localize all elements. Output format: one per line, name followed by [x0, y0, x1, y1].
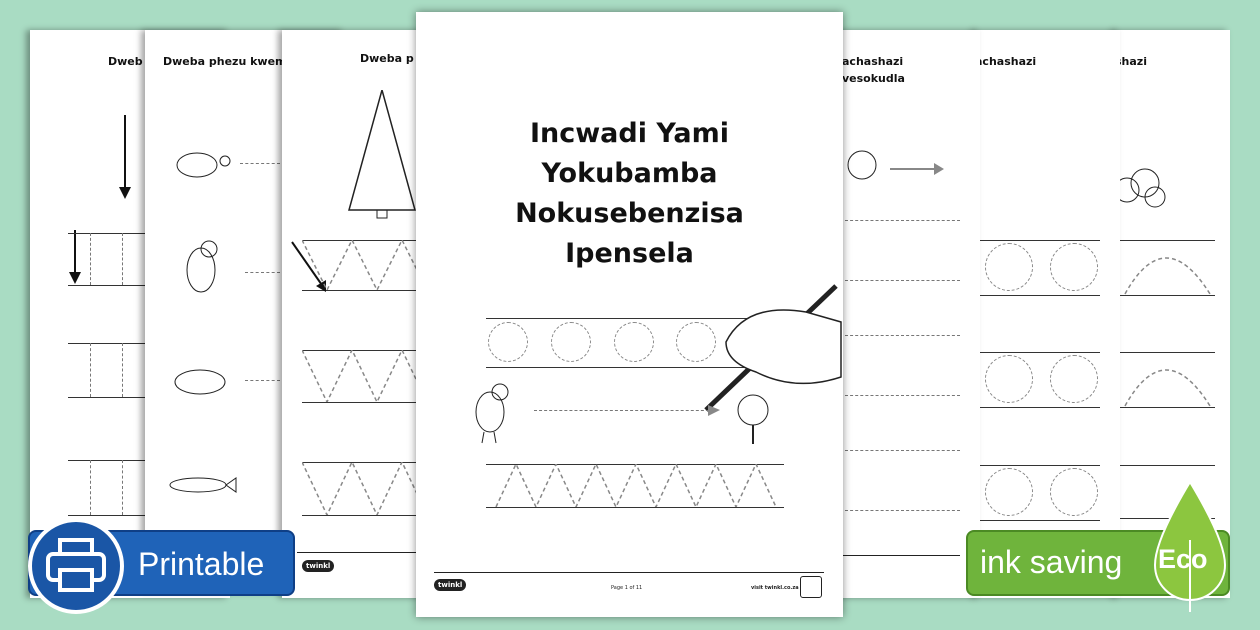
page-title: achashazi [975, 55, 1037, 68]
page-title: shazi [1115, 55, 1147, 68]
bird-icon [475, 383, 509, 444]
fish-icon [169, 477, 237, 493]
page-title: Dweba phezu kwem [163, 55, 287, 68]
right-arrow-icon [708, 405, 720, 416]
bird-icon [186, 240, 218, 293]
diagonal-arrow-icon [291, 241, 326, 292]
page-title: achashazi [842, 55, 904, 68]
arch-trace [1124, 257, 1211, 295]
christmas-tree-icon [348, 90, 416, 219]
cover-page: Incwadi Yami Yokubamba Nokusebenzisa Ipe… [416, 12, 843, 617]
down-arrow-icon [119, 115, 131, 199]
down-arrow-icon [69, 230, 81, 284]
page-number: Page 1 of 11 [611, 585, 643, 591]
leaf-drop-icon [1153, 480, 1227, 612]
cloud-icon [1115, 168, 1166, 208]
tree-icon [737, 394, 769, 444]
printable-label: Printable [138, 546, 265, 582]
page-title: Dweba p [360, 52, 414, 65]
cover-title: Incwadi Yami Yokubamba Nokusebenzisa Ipe… [515, 118, 744, 269]
arch-trace [1124, 369, 1211, 407]
eco-label: Eco [1158, 544, 1208, 574]
twinkl-logo: twinkl [434, 579, 467, 591]
printable-badge: Printable [28, 518, 295, 614]
hand-with-pencil-icon [704, 284, 842, 412]
worksheet-page-6: achashazi [975, 30, 1120, 598]
page-subtitle: vesokudla [842, 72, 905, 85]
zigzag-trace [495, 464, 777, 507]
right-arrow-icon [890, 163, 944, 175]
website-link[interactable]: visit twinkl.co.za [751, 585, 799, 591]
car-icon [847, 150, 877, 180]
worksheet-page-5: achashazi vesokudla [830, 30, 980, 598]
frog-icon [174, 369, 226, 395]
page-title: Dweb [108, 55, 143, 68]
ink-saving-label: ink saving [980, 544, 1123, 580]
printer-icon [28, 518, 124, 614]
twinkl-logo: twinkl [302, 560, 335, 572]
quality-seal [800, 576, 822, 598]
worksheet-page-7: shazi [1115, 30, 1230, 598]
turtle-icon [176, 152, 231, 178]
